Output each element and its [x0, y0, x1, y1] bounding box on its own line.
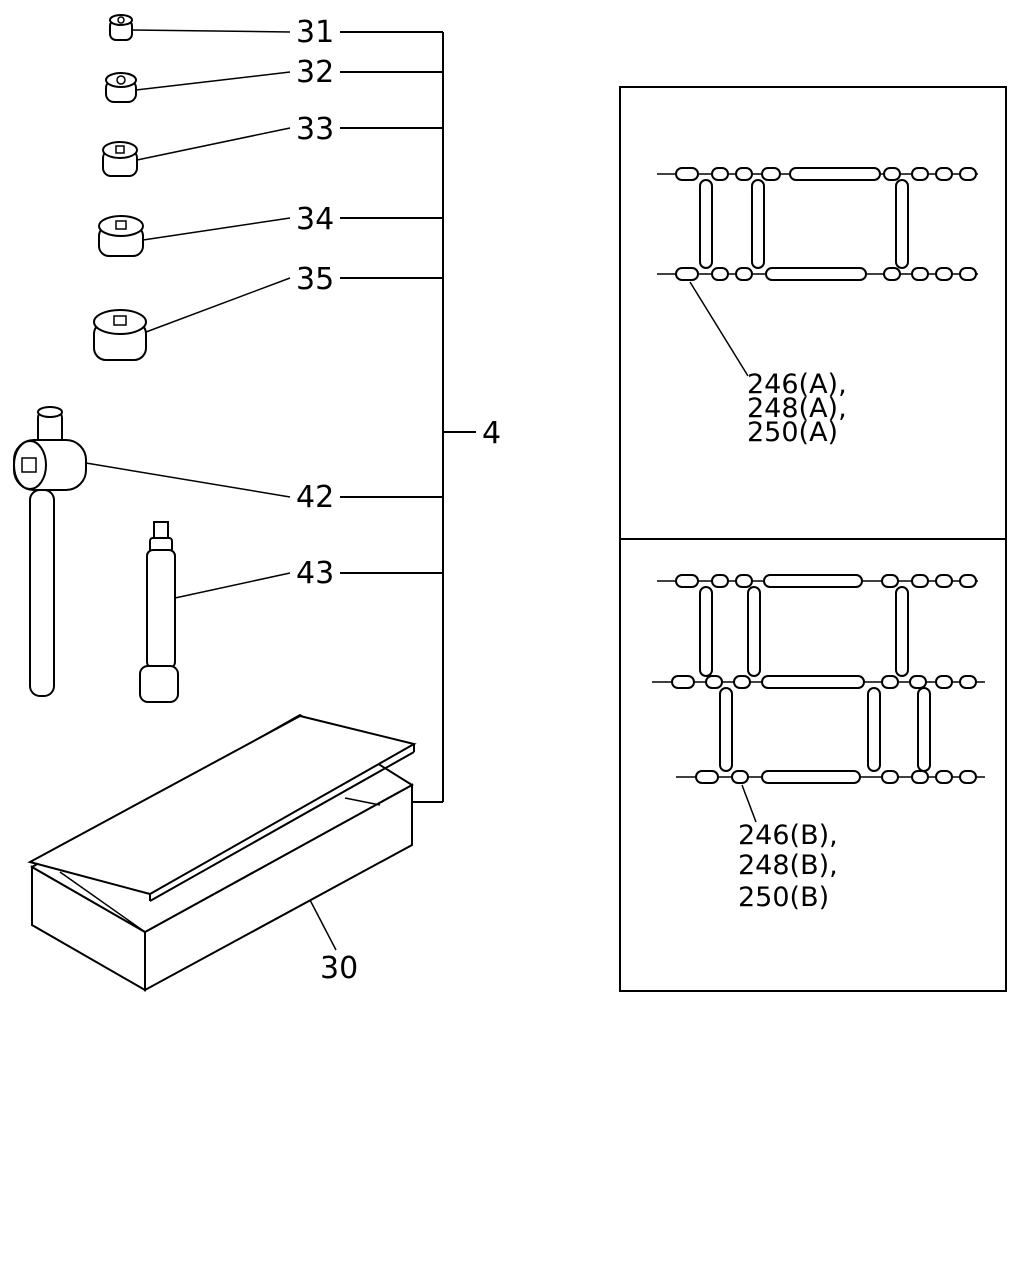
socket-35 [93, 277, 291, 361]
inset-panels [619, 86, 1007, 992]
socket-33 [102, 127, 291, 177]
callout-34: 34 [296, 202, 334, 237]
tire-chain-a [657, 167, 978, 377]
callout-31: 31 [296, 15, 334, 50]
callout-35: 35 [296, 262, 334, 297]
callout-33: 33 [296, 112, 334, 147]
handle-42 [13, 406, 291, 697]
callout-43: 43 [296, 556, 334, 591]
label-246a: 246(A), [747, 369, 847, 400]
callout-30: 30 [320, 951, 358, 986]
label-250b: 250(B) [738, 882, 829, 913]
case-30 [27, 713, 417, 992]
chain-labels-b: 246(B), 248(B), 250(B) [738, 820, 838, 913]
callout-labels: 31 32 33 34 35 4 42 43 30 [296, 15, 501, 986]
socket-32 [105, 71, 291, 103]
socket-31 [109, 14, 291, 41]
callout-32: 32 [296, 55, 334, 90]
chain-labels-a: 246(A), 248(A), 250(A) [747, 369, 847, 448]
bracket-4 [340, 31, 476, 803]
label-246b: 246(B), [738, 820, 838, 851]
label-250a: 250(A) [747, 417, 838, 448]
label-248b: 248(B), [738, 850, 838, 881]
extension-bar-43 [139, 521, 291, 703]
callout-42: 42 [296, 480, 334, 515]
label-248a: 248(A), [747, 393, 847, 424]
callout-4: 4 [482, 416, 501, 451]
tire-chain-b [652, 574, 985, 823]
socket-34 [98, 215, 291, 257]
